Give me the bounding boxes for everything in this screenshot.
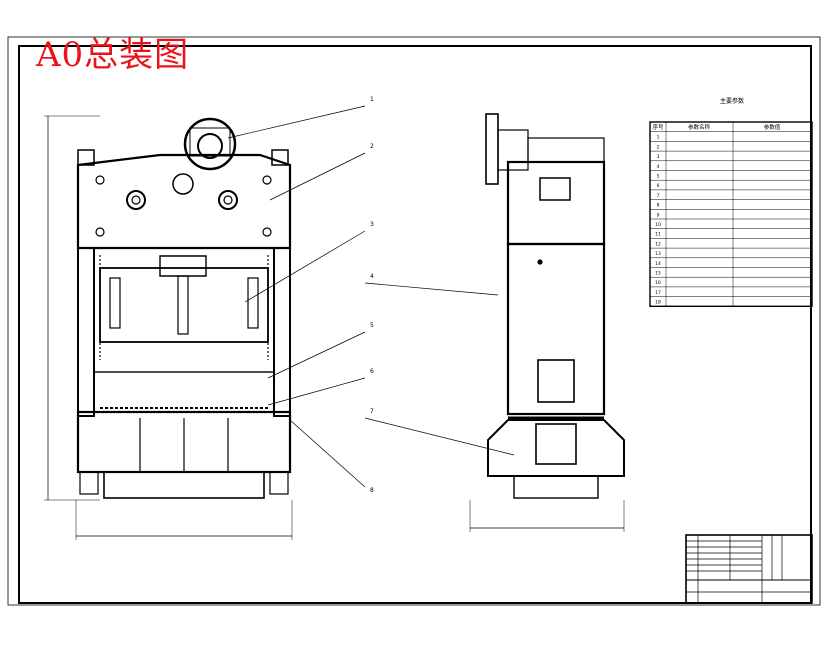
params-cell: 15	[655, 271, 661, 277]
side-feet	[513, 475, 599, 499]
side-base	[487, 419, 625, 477]
slide	[99, 267, 269, 343]
params-cell: 16	[655, 280, 661, 286]
params-cell: 9	[657, 212, 660, 218]
crown-lug-left	[77, 149, 95, 166]
motor-body	[189, 127, 231, 157]
outer-border	[7, 36, 821, 606]
params-cell: 7	[657, 193, 660, 199]
params-cell: 2	[657, 144, 660, 150]
side-drive	[527, 137, 605, 163]
params-cell: 3	[657, 154, 660, 160]
crank-bore	[172, 173, 194, 195]
title-block	[685, 534, 813, 604]
flywheel	[183, 117, 237, 171]
base-feet	[103, 471, 265, 499]
side-access-door	[535, 423, 577, 465]
leader-lines	[227, 105, 515, 488]
params-cell: 13	[655, 251, 661, 257]
crown-lug-right	[271, 149, 289, 166]
params-cell: 11	[655, 232, 661, 238]
params-cell: 12	[655, 241, 661, 247]
front-view	[44, 115, 293, 540]
leader-label: 5	[370, 322, 374, 329]
connecting-rod-head	[159, 255, 207, 277]
inner-frame	[18, 45, 812, 604]
side-crown	[506, 160, 606, 246]
gear-left	[126, 190, 146, 210]
params-cell: 5	[657, 174, 660, 180]
side-view	[469, 113, 625, 532]
leader-label: 8	[370, 487, 374, 494]
side-motor	[485, 113, 499, 185]
params-cell: 1	[657, 135, 660, 141]
column-left	[77, 247, 95, 417]
drawing-stamp: A0总装图	[36, 35, 190, 75]
bolster	[93, 371, 275, 413]
side-window-mid	[537, 359, 575, 403]
motor-hub	[197, 133, 223, 159]
params-cell: 14	[655, 261, 661, 267]
leader-label: 1	[370, 96, 374, 103]
connecting-rod	[177, 275, 189, 335]
column-right	[273, 247, 291, 417]
leader-label: 3	[370, 221, 374, 228]
params-cell: 10	[655, 222, 661, 228]
leader-label: 6	[370, 368, 374, 375]
leader-label: 7	[370, 408, 374, 415]
params-cell: 8	[657, 203, 660, 209]
params-title: 主要参数	[720, 97, 744, 105]
gear-right	[218, 190, 238, 210]
params-cell: 6	[657, 183, 660, 189]
crown	[76, 153, 292, 250]
params-table-frame	[649, 121, 813, 308]
params-cell: 17	[655, 290, 661, 296]
params-header-cell: 参数值	[764, 123, 781, 131]
leader-labels: 1 2 3 4 5 6 7 8	[370, 96, 374, 494]
leader-label: 2	[370, 143, 374, 150]
side-column	[506, 242, 606, 416]
params-header-cell: 参数名称	[688, 123, 711, 131]
params-cell: 4	[657, 164, 660, 170]
params-cell: 18	[655, 300, 661, 306]
leader-label: 4	[370, 273, 374, 280]
side-window-top	[539, 177, 571, 201]
params-header-cell: 序号	[652, 123, 664, 131]
parameter-table: 主要参数 序号参数名称参数值12345678910111213141516171…	[649, 97, 813, 308]
